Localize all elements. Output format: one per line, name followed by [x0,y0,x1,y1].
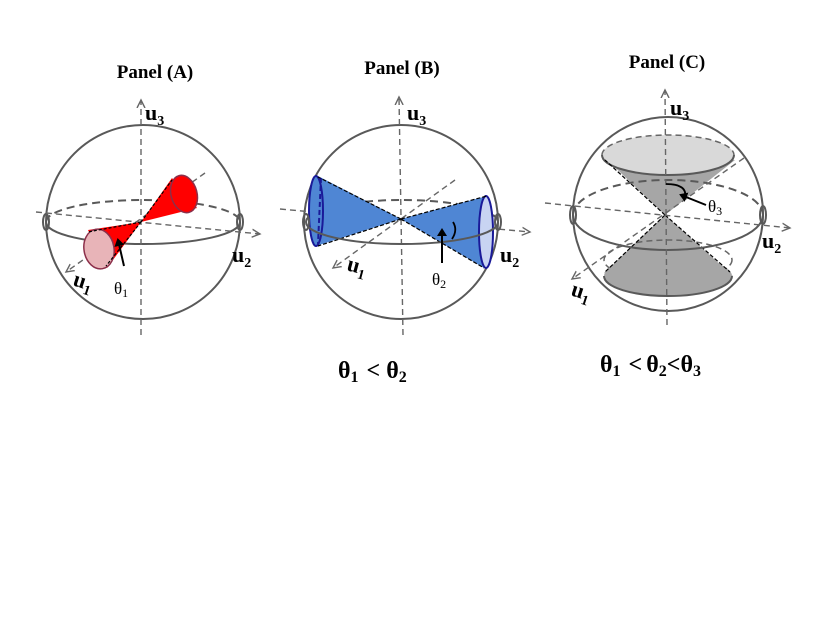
equator-front [45,221,241,245]
theta2-label: θ2 [432,270,446,291]
equator-rim-right [759,205,767,225]
u3-axis [665,90,667,326]
equator-rim-left [302,213,310,231]
relation-b: θ1<θ2 [338,358,407,386]
u1-label: u1 [69,266,96,300]
u1-label: u1 [567,276,594,310]
equator-rim-left [42,213,50,231]
equator-back [572,179,764,216]
theta3-label: θ3 [708,197,722,218]
panel-a: Panel (A) u3 u2 u1 θ1 [35,62,260,335]
panel-a-title: Panel (A) [117,62,194,83]
theta3-pointer [679,192,707,206]
equator-rim-right [494,213,502,231]
u1-label: u1 [344,251,370,284]
panel-b: Panel (B) u3 u2 u1 θ2 θ1<θ2 [279,58,530,386]
equator-front [572,214,764,251]
equator-back [45,199,241,223]
panel-b-title: Panel (B) [364,58,439,79]
u2-axis [35,211,260,234]
theta1-pointer [114,238,125,267]
theta2-arc [451,221,457,240]
u2-label: u2 [232,242,251,271]
equator-rim-left [569,205,577,225]
u3-label: u3 [407,100,426,129]
red-cone [83,174,199,270]
gray-cone [601,134,735,297]
panel-c: Panel (C) u3 u2 u1 θ3 [544,52,790,380]
equator-front [305,221,499,245]
u2-axis [544,202,790,228]
u2-label: u2 [762,228,781,257]
u3-label: u3 [670,95,689,124]
equator-rim-right [236,213,244,231]
u3-label: u3 [145,100,164,129]
u1-axis [572,157,745,279]
u2-label: u2 [500,242,519,271]
u3-axis [399,97,403,336]
theta1-label: θ1 [114,279,128,300]
panel-c-title: Panel (C) [629,52,706,73]
relation-c: θ1<θ2<θ3 [600,352,701,380]
u1-axis [333,179,456,268]
